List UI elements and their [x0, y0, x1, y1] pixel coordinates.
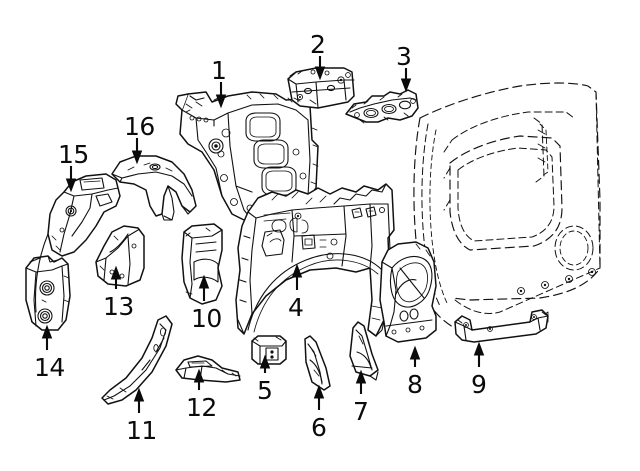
part-4-upper-stamping: [263, 212, 309, 234]
arrow-4: [291, 263, 303, 290]
part-9-holes: [463, 314, 537, 332]
callout-label-7: 7: [353, 397, 369, 426]
part-11-body-side-sill-reinforcement: [101, 315, 173, 405]
arrow-9: [473, 341, 485, 367]
arrow-7: [355, 369, 367, 394]
part-9-rear-bumper-bracket: [454, 309, 549, 343]
callout-label-2: 2: [310, 30, 326, 59]
callout-label-13: 13: [103, 292, 134, 321]
part-2-detail-holes: [296, 69, 351, 101]
part-13-wheelhouse-inner-rear-filler: [95, 225, 145, 287]
callout-label-16: 16: [124, 112, 155, 141]
callout-label-14: 14: [34, 353, 65, 382]
part-8-base-fasteners: [391, 325, 425, 335]
callout-arrows: [41, 56, 485, 413]
phantom-lower-fasteners: [517, 268, 596, 295]
part-15-wheelhouse-inner-panel-upper: [35, 173, 121, 313]
arrow-13: [110, 265, 122, 289]
part-1-grommet: [208, 138, 224, 154]
arrow-2: [314, 56, 326, 81]
part-8-holes: [399, 308, 419, 322]
part-8-wheelhouse-outer-extension: [379, 241, 437, 343]
callout-label-6: 6: [311, 413, 327, 442]
part-4-openings: [261, 229, 338, 260]
part-7-pillar-reinforcement-lower: [349, 321, 379, 381]
part-3-slots: [354, 98, 416, 119]
part-14-grommets: [37, 280, 55, 324]
callout-label-9: 9: [471, 370, 487, 399]
part-15-grommet: [65, 205, 77, 217]
callout-label-3: 3: [396, 42, 412, 71]
callout-label-4: 4: [288, 293, 304, 322]
arrow-14: [41, 324, 53, 350]
arrow-11: [133, 387, 145, 413]
callout-label-5: 5: [257, 376, 273, 405]
callout-label-10: 10: [191, 304, 222, 333]
part-4-wheelhouse-flange: [237, 235, 251, 335]
part-4-quarter-inner-panel-wheelhouse: [235, 183, 395, 337]
callout-label-12: 12: [186, 393, 217, 422]
arrow-6: [313, 384, 325, 410]
arrow-5: [259, 354, 271, 373]
arrow-10: [198, 274, 210, 301]
arrow-12: [193, 368, 205, 390]
phantom-seam-rail: [533, 117, 549, 183]
part-16-wheelhouse-cap-panel: [111, 155, 197, 221]
part-6-quarter-panel-gusset: [304, 335, 331, 391]
callout-label-8: 8: [407, 370, 423, 399]
part-2-roof-rail-reinforcement-rear: [287, 67, 355, 109]
arrow-1: [215, 82, 227, 109]
arrow-15: [65, 166, 77, 193]
callout-label-11: 11: [126, 416, 157, 445]
part-16-grommet: [149, 163, 161, 171]
arrow-8: [409, 345, 421, 367]
callout-label-15: 15: [58, 140, 89, 169]
arrow-3: [400, 68, 412, 93]
part-10-wheelhouse-inner-front-filler: [181, 223, 223, 305]
part-12-floor-side-bracket: [175, 355, 241, 383]
arrow-16: [131, 138, 143, 165]
callout-label-1: 1: [211, 56, 227, 85]
part-4-right-ribs: [351, 206, 386, 219]
part-1-quarter-inner-panel-upper: [175, 91, 319, 223]
part-5-seat-belt-anchor-bracket: [251, 335, 287, 365]
part-3-roof-side-rail-inner: [345, 89, 419, 124]
